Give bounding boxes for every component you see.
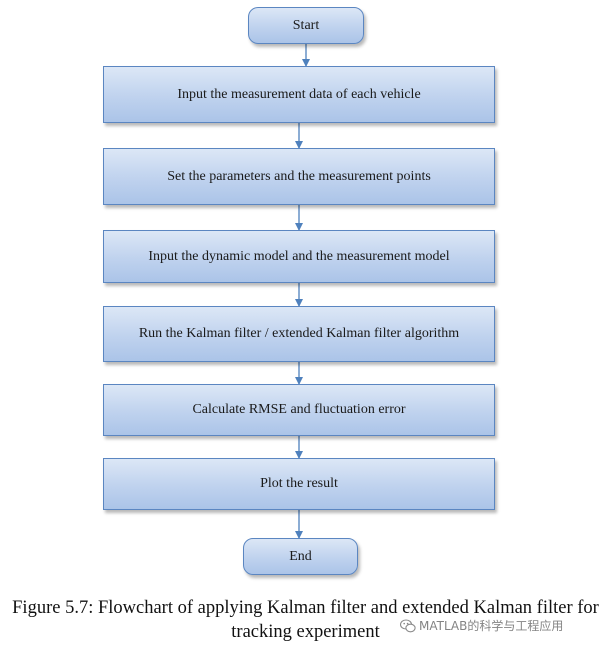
figure-caption: Figure 5.7: Flowchart of applying Kalman… — [0, 596, 611, 644]
end-node: End — [243, 538, 358, 575]
run-kalman-filter-node: Run the Kalman filter / extended Kalman … — [103, 306, 495, 362]
calculate-rmse-node: Calculate RMSE and fluctuation error — [103, 384, 495, 436]
caption-line-1: Figure 5.7: Flowchart of applying Kalman… — [12, 598, 599, 618]
watermark: MATLAB的科学与工程应用 — [400, 617, 563, 634]
input-models-node: Input the dynamic model and the measurem… — [103, 230, 495, 283]
plot-result-node: Plot the result — [103, 458, 495, 510]
watermark-text: MATLAB的科学与工程应用 — [419, 619, 564, 633]
caption-line-2: tracking experiment — [231, 622, 380, 642]
wechat-logo-icon — [400, 618, 416, 632]
set-parameters-node: Set the parameters and the measurement p… — [103, 148, 495, 205]
start-node: Start — [248, 7, 364, 44]
input-measurement-data-node: Input the measurement data of each vehic… — [103, 66, 495, 123]
